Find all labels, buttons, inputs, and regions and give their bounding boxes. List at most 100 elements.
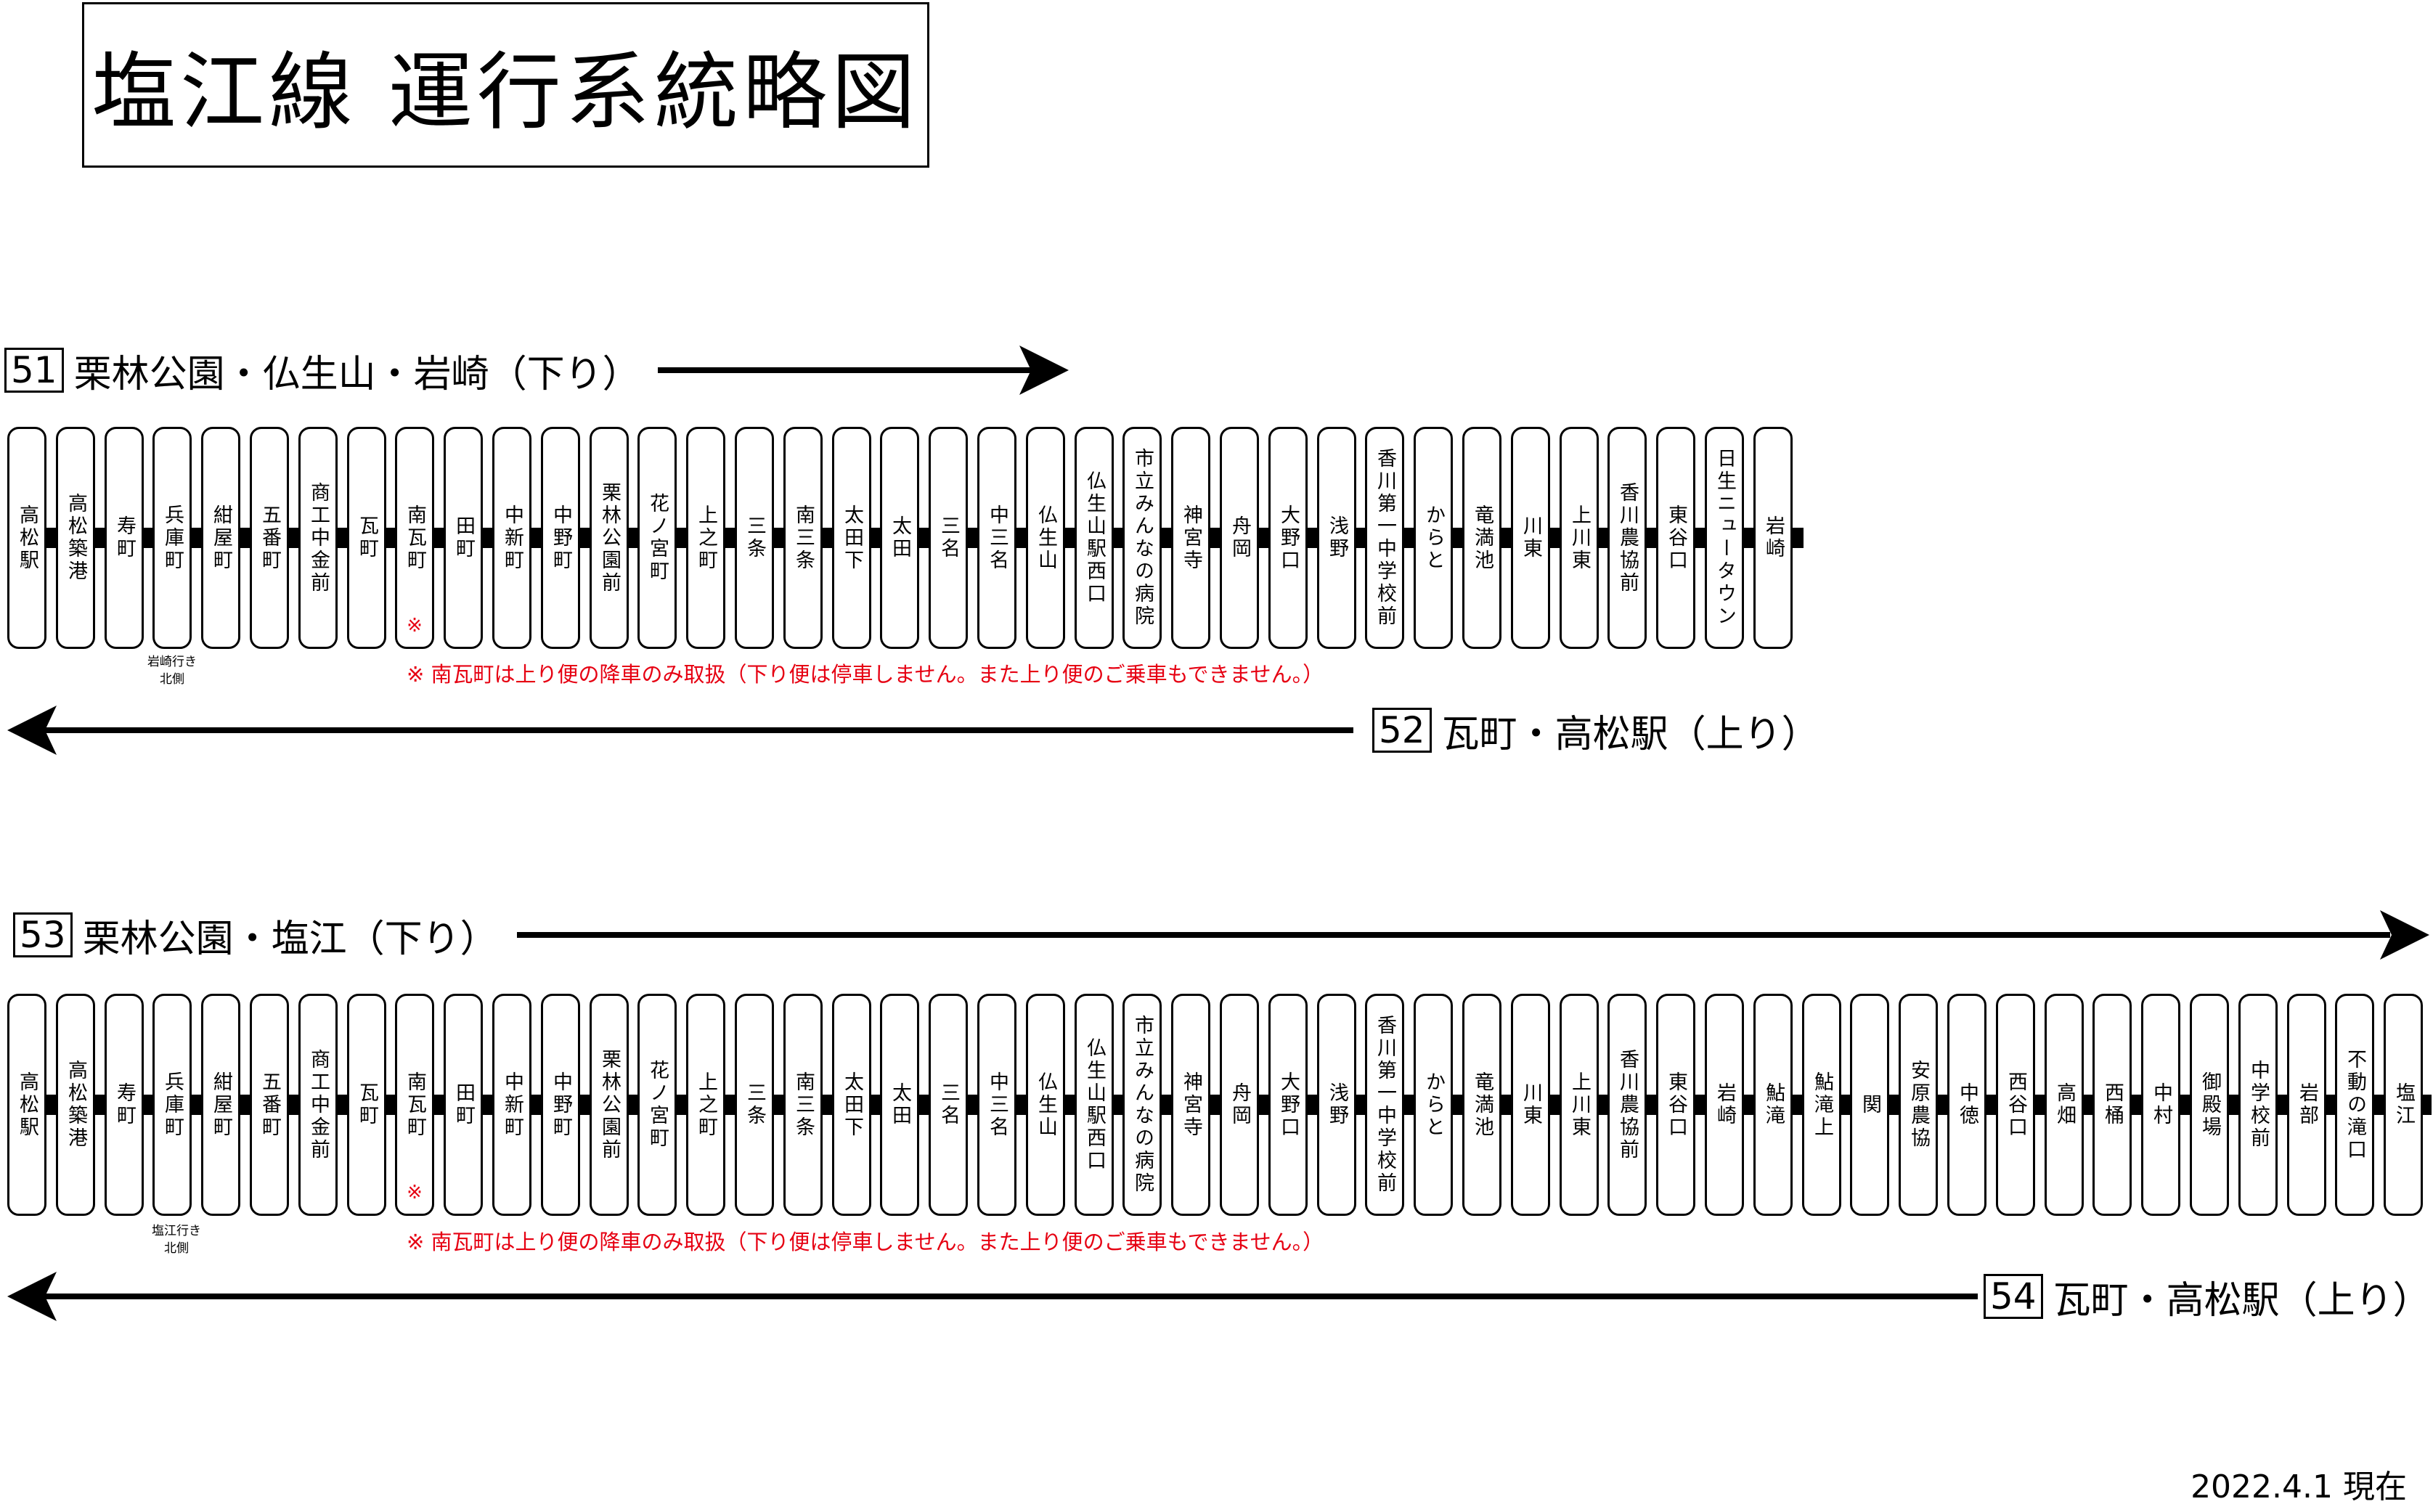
diagram-title: 塩江線 運行系統略図 bbox=[82, 2, 929, 168]
bus-stop: 浅野 bbox=[1317, 994, 1356, 1216]
bus-stop: 五番町 bbox=[250, 427, 289, 649]
bus-stop: 西桶 bbox=[2092, 994, 2132, 1216]
bus-stop: 商工中金前 bbox=[298, 427, 338, 649]
bus-stop-name: 寿町 bbox=[113, 1082, 136, 1127]
bus-stop-name: 舟岡 bbox=[1228, 1082, 1251, 1127]
bus-stop: 鮎滝上 bbox=[1802, 994, 1841, 1216]
bus-stop-name: 中野町 bbox=[550, 504, 572, 572]
bus-stop: 花ノ宮町 bbox=[637, 994, 677, 1216]
route-52-arrow bbox=[7, 706, 1353, 755]
bus-stop-name: 太田下 bbox=[841, 504, 863, 572]
bus-stop: 鮎滝 bbox=[1753, 994, 1793, 1216]
bus-stop-name: 大野口 bbox=[1277, 1071, 1300, 1139]
bus-stop: 竜満池 bbox=[1462, 994, 1501, 1216]
bus-stop-name: 大野口 bbox=[1277, 504, 1300, 572]
bus-stop: 上川東 bbox=[1560, 994, 1599, 1216]
bus-stop: 瓦町 bbox=[347, 994, 386, 1216]
bus-stop: 太田 bbox=[880, 994, 919, 1216]
bus-stop: 三名 bbox=[929, 994, 968, 1216]
bus-stop-name: 高松築港 bbox=[65, 1060, 87, 1150]
bus-stop: 栗林公園前 bbox=[590, 427, 629, 649]
route-54-destination: 瓦町・高松駅（上り） bbox=[2053, 1278, 2431, 1323]
minami-kawaramachi-note-2: ※ 南瓦町は上り便の降車のみ取扱（下り便は停車しません。また上り便のご乗車もでき… bbox=[407, 1230, 1324, 1254]
bus-stop-name: 三条 bbox=[743, 515, 766, 560]
stop-restriction-mark: ※ bbox=[407, 1182, 423, 1204]
bus-stop-name: 高松駅 bbox=[16, 504, 38, 572]
bus-stop-name: 中徳 bbox=[1956, 1082, 1978, 1127]
bus-stop-name: 中新町 bbox=[501, 504, 523, 572]
bus-stop: 寿町 bbox=[105, 994, 144, 1216]
bus-stop-name: 香川第一中学校前 bbox=[1374, 448, 1396, 628]
bus-stop-name: 兵庫町 bbox=[161, 504, 184, 572]
bus-stop-name: 市立みんなの病院 bbox=[1131, 448, 1154, 628]
bus-stop-name: 香川農協前 bbox=[1616, 1048, 1639, 1161]
bus-stop-name: 五番町 bbox=[258, 1071, 281, 1139]
bus-stop: 南瓦町※ bbox=[395, 994, 434, 1216]
bus-stop-name: 浅野 bbox=[1326, 1082, 1348, 1127]
bus-stop: 中村 bbox=[2141, 994, 2180, 1216]
bus-stop: 大野口 bbox=[1268, 427, 1308, 649]
bus-stop: 栗林公園前 bbox=[590, 994, 629, 1216]
bus-stop: 高松駅 bbox=[7, 994, 46, 1216]
bus-stop: 兵庫町 bbox=[152, 994, 192, 1216]
bus-stop: 中三名 bbox=[977, 994, 1016, 1216]
bus-stop-name: 岩部 bbox=[2296, 1082, 2318, 1127]
bus-stop-name: 中学校前 bbox=[2247, 1060, 2270, 1150]
bus-stop: 中野町 bbox=[541, 427, 580, 649]
bus-stop-name: 日生ニュータウン bbox=[1713, 448, 1736, 628]
bus-stop: 中徳 bbox=[1947, 994, 1986, 1216]
bus-stop-name: 鮎滝 bbox=[1762, 1082, 1785, 1127]
route-54-number: 54 bbox=[1984, 1274, 2043, 1319]
route-53-destination: 栗林公園・塩江（下り） bbox=[82, 917, 498, 961]
bus-stop-name: 上川東 bbox=[1568, 1071, 1591, 1139]
bus-stop-name: 太田下 bbox=[841, 1071, 863, 1139]
route-51-label: 51 栗林公園・仏生山・岩崎（下り） bbox=[4, 347, 640, 396]
bus-stop: 神宮寺 bbox=[1171, 994, 1210, 1216]
bus-stop: 東谷口 bbox=[1656, 427, 1695, 649]
route-51-arrow bbox=[658, 346, 1069, 395]
bus-stop: 市立みんなの病院 bbox=[1122, 427, 1162, 649]
bus-stop: 香川第一中学校前 bbox=[1365, 994, 1404, 1216]
bus-stop-name: 不動の滝口 bbox=[2344, 1048, 2366, 1161]
bus-stop: 太田 bbox=[880, 427, 919, 649]
bus-stop-name: 御殿場 bbox=[2198, 1071, 2221, 1139]
bus-stop: 商工中金前 bbox=[298, 994, 338, 1216]
bus-stop: 関 bbox=[1850, 994, 1889, 1216]
bus-stop: 五番町 bbox=[250, 994, 289, 1216]
bus-stop-name: 東谷口 bbox=[1665, 1071, 1687, 1139]
bus-stop: 大野口 bbox=[1268, 994, 1308, 1216]
bus-stop: 竜満池 bbox=[1462, 427, 1501, 649]
bus-stop-name: 紺屋町 bbox=[210, 504, 232, 572]
bus-stop-name: 東谷口 bbox=[1665, 504, 1687, 572]
bus-stop-name: 高松築港 bbox=[65, 493, 87, 583]
bus-stop-name: 栗林公園前 bbox=[598, 1048, 621, 1161]
bus-stop-name: 紺屋町 bbox=[210, 1071, 232, 1139]
bus-stop-name: 神宮寺 bbox=[1180, 1071, 1202, 1139]
as-of-date: 2022.4.1 現在 bbox=[2190, 1468, 2407, 1505]
bus-stop-name: 浅野 bbox=[1326, 515, 1348, 560]
route-51-stop-row: 高松駅高松築港寿町兵庫町紺屋町五番町商工中金前瓦町南瓦町※田町中新町中野町栗林公… bbox=[7, 427, 1804, 649]
bus-stop: 仏生山 bbox=[1026, 427, 1065, 649]
bus-stop-name: 南三条 bbox=[792, 504, 815, 572]
bus-stop: 御殿場 bbox=[2190, 994, 2229, 1216]
route-53-stop-row: 高松駅高松築港寿町兵庫町紺屋町五番町商工中金前瓦町南瓦町※田町中新町中野町栗林公… bbox=[7, 994, 2432, 1216]
bus-stop: 兵庫町 bbox=[152, 427, 192, 649]
bus-stop-name: 瓦町 bbox=[356, 515, 378, 560]
bus-stop: 岩部 bbox=[2287, 994, 2326, 1216]
bus-stop: 中新町 bbox=[492, 427, 531, 649]
hyogomachi-stop-note-51: 岩崎行き 北側 bbox=[147, 655, 197, 687]
bus-stop: 寿町 bbox=[105, 427, 144, 649]
bus-stop-name: 商工中金前 bbox=[307, 1048, 330, 1161]
bus-stop-name: 花ノ宮町 bbox=[646, 1060, 669, 1150]
bus-stop: 南三条 bbox=[783, 994, 823, 1216]
minami-kawaramachi-note-1: ※ 南瓦町は上り便の降車のみ取扱（下り便は停車しません。また上り便のご乗車もでき… bbox=[407, 662, 1324, 687]
bus-stop: 三名 bbox=[929, 427, 968, 649]
bus-stop-name: 西桶 bbox=[2101, 1082, 2124, 1127]
bus-stop: 田町 bbox=[444, 427, 483, 649]
bus-stop-name: 安原農協 bbox=[1907, 1060, 1930, 1150]
bus-stop: 浅野 bbox=[1317, 427, 1356, 649]
bus-stop: 香川農協前 bbox=[1607, 427, 1647, 649]
bus-stop: 中野町 bbox=[541, 994, 580, 1216]
bus-stop-name: 瓦町 bbox=[356, 1082, 378, 1127]
bus-stop-name: 上川東 bbox=[1568, 504, 1591, 572]
